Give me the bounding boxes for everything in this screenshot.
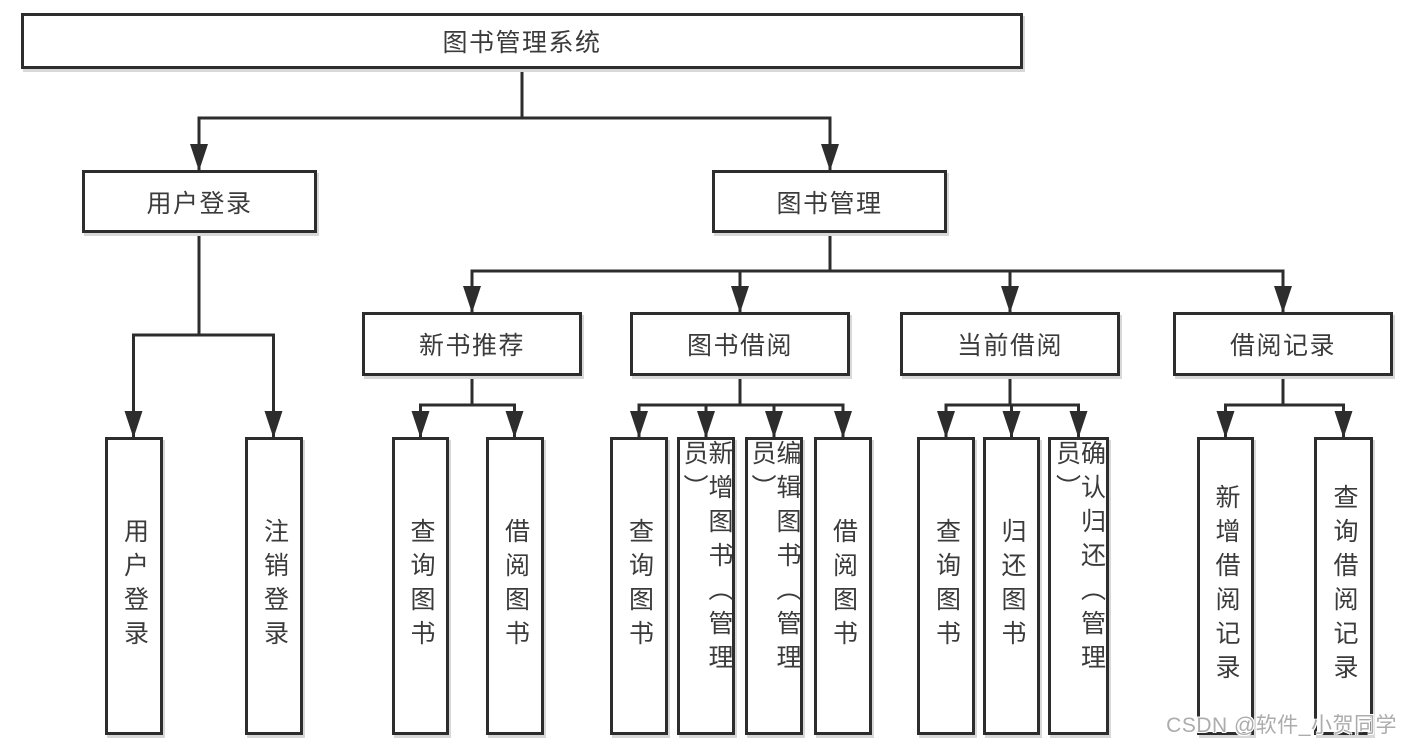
node-label: 新书推荐 [418,332,525,360]
node-br-query-record: 查询借阅记录 [1314,437,1373,735]
node-label: 查询图书 [407,518,435,654]
node-label: 确认归还（管理员） [1052,440,1106,678]
node-label: 借阅记录 [1229,332,1336,360]
node-label: 新增借阅记录 [1212,484,1240,688]
node-label: 新增图书（管理员） [680,440,733,678]
node-nb-query-books: 查询图书 [392,437,449,735]
node-label: 查询图书 [625,518,654,654]
node-label: 用户登录 [146,189,253,218]
node-label: 查询图书 [932,518,961,654]
node-bb-query-books: 查询图书 [610,437,668,735]
node-bb-borrow-books: 借阅图书 [814,437,872,735]
node-label: 当前借阅 [956,332,1063,360]
node-label: 归还图书 [998,518,1026,654]
node-new-book-recommend: 新书推荐 [362,312,582,376]
node-label: 图书管理系统 [442,29,602,57]
node-root-system: 图书管理系统 [21,13,1023,69]
node-label: 注销登录 [260,518,289,654]
node-label: 编辑图书（管理员） [748,440,801,678]
node-current-borrowing: 当前借阅 [900,312,1120,376]
node-user-login: 用户登录 [82,170,317,233]
node-bb-edit-books-admin: 编辑图书（管理员） [745,437,803,735]
node-book-borrowing: 图书借阅 [630,312,850,376]
node-book-management: 图书管理 [712,170,947,233]
connector-arrows [124,118,1353,438]
csdn-watermark: CSDN @软件_小贺同学 [1166,714,1397,737]
node-label: 图书管理 [776,189,883,218]
node-br-add-record: 新增借阅记录 [1197,437,1254,735]
node-label: 用户登录 [120,518,149,654]
node-leaf-user-login: 用户登录 [105,437,163,735]
node-leaf-logout: 注销登录 [245,437,303,735]
node-cb-confirm-return-admin: 确认归还（管理员） [1048,437,1109,735]
node-label: 借阅图书 [829,518,858,654]
node-cb-return-books: 归还图书 [983,437,1040,735]
connector-segments [132,64,1345,407]
node-nb-borrow-books: 借阅图书 [486,437,544,735]
node-bb-add-books-admin: 新增图书（管理员） [677,437,735,735]
node-cb-query-books: 查询图书 [917,437,975,735]
node-borrow-records: 借阅记录 [1173,312,1393,376]
node-label: 借阅图书 [501,518,530,654]
node-label: 图书借阅 [686,332,793,360]
node-label: 查询借阅记录 [1330,484,1358,688]
